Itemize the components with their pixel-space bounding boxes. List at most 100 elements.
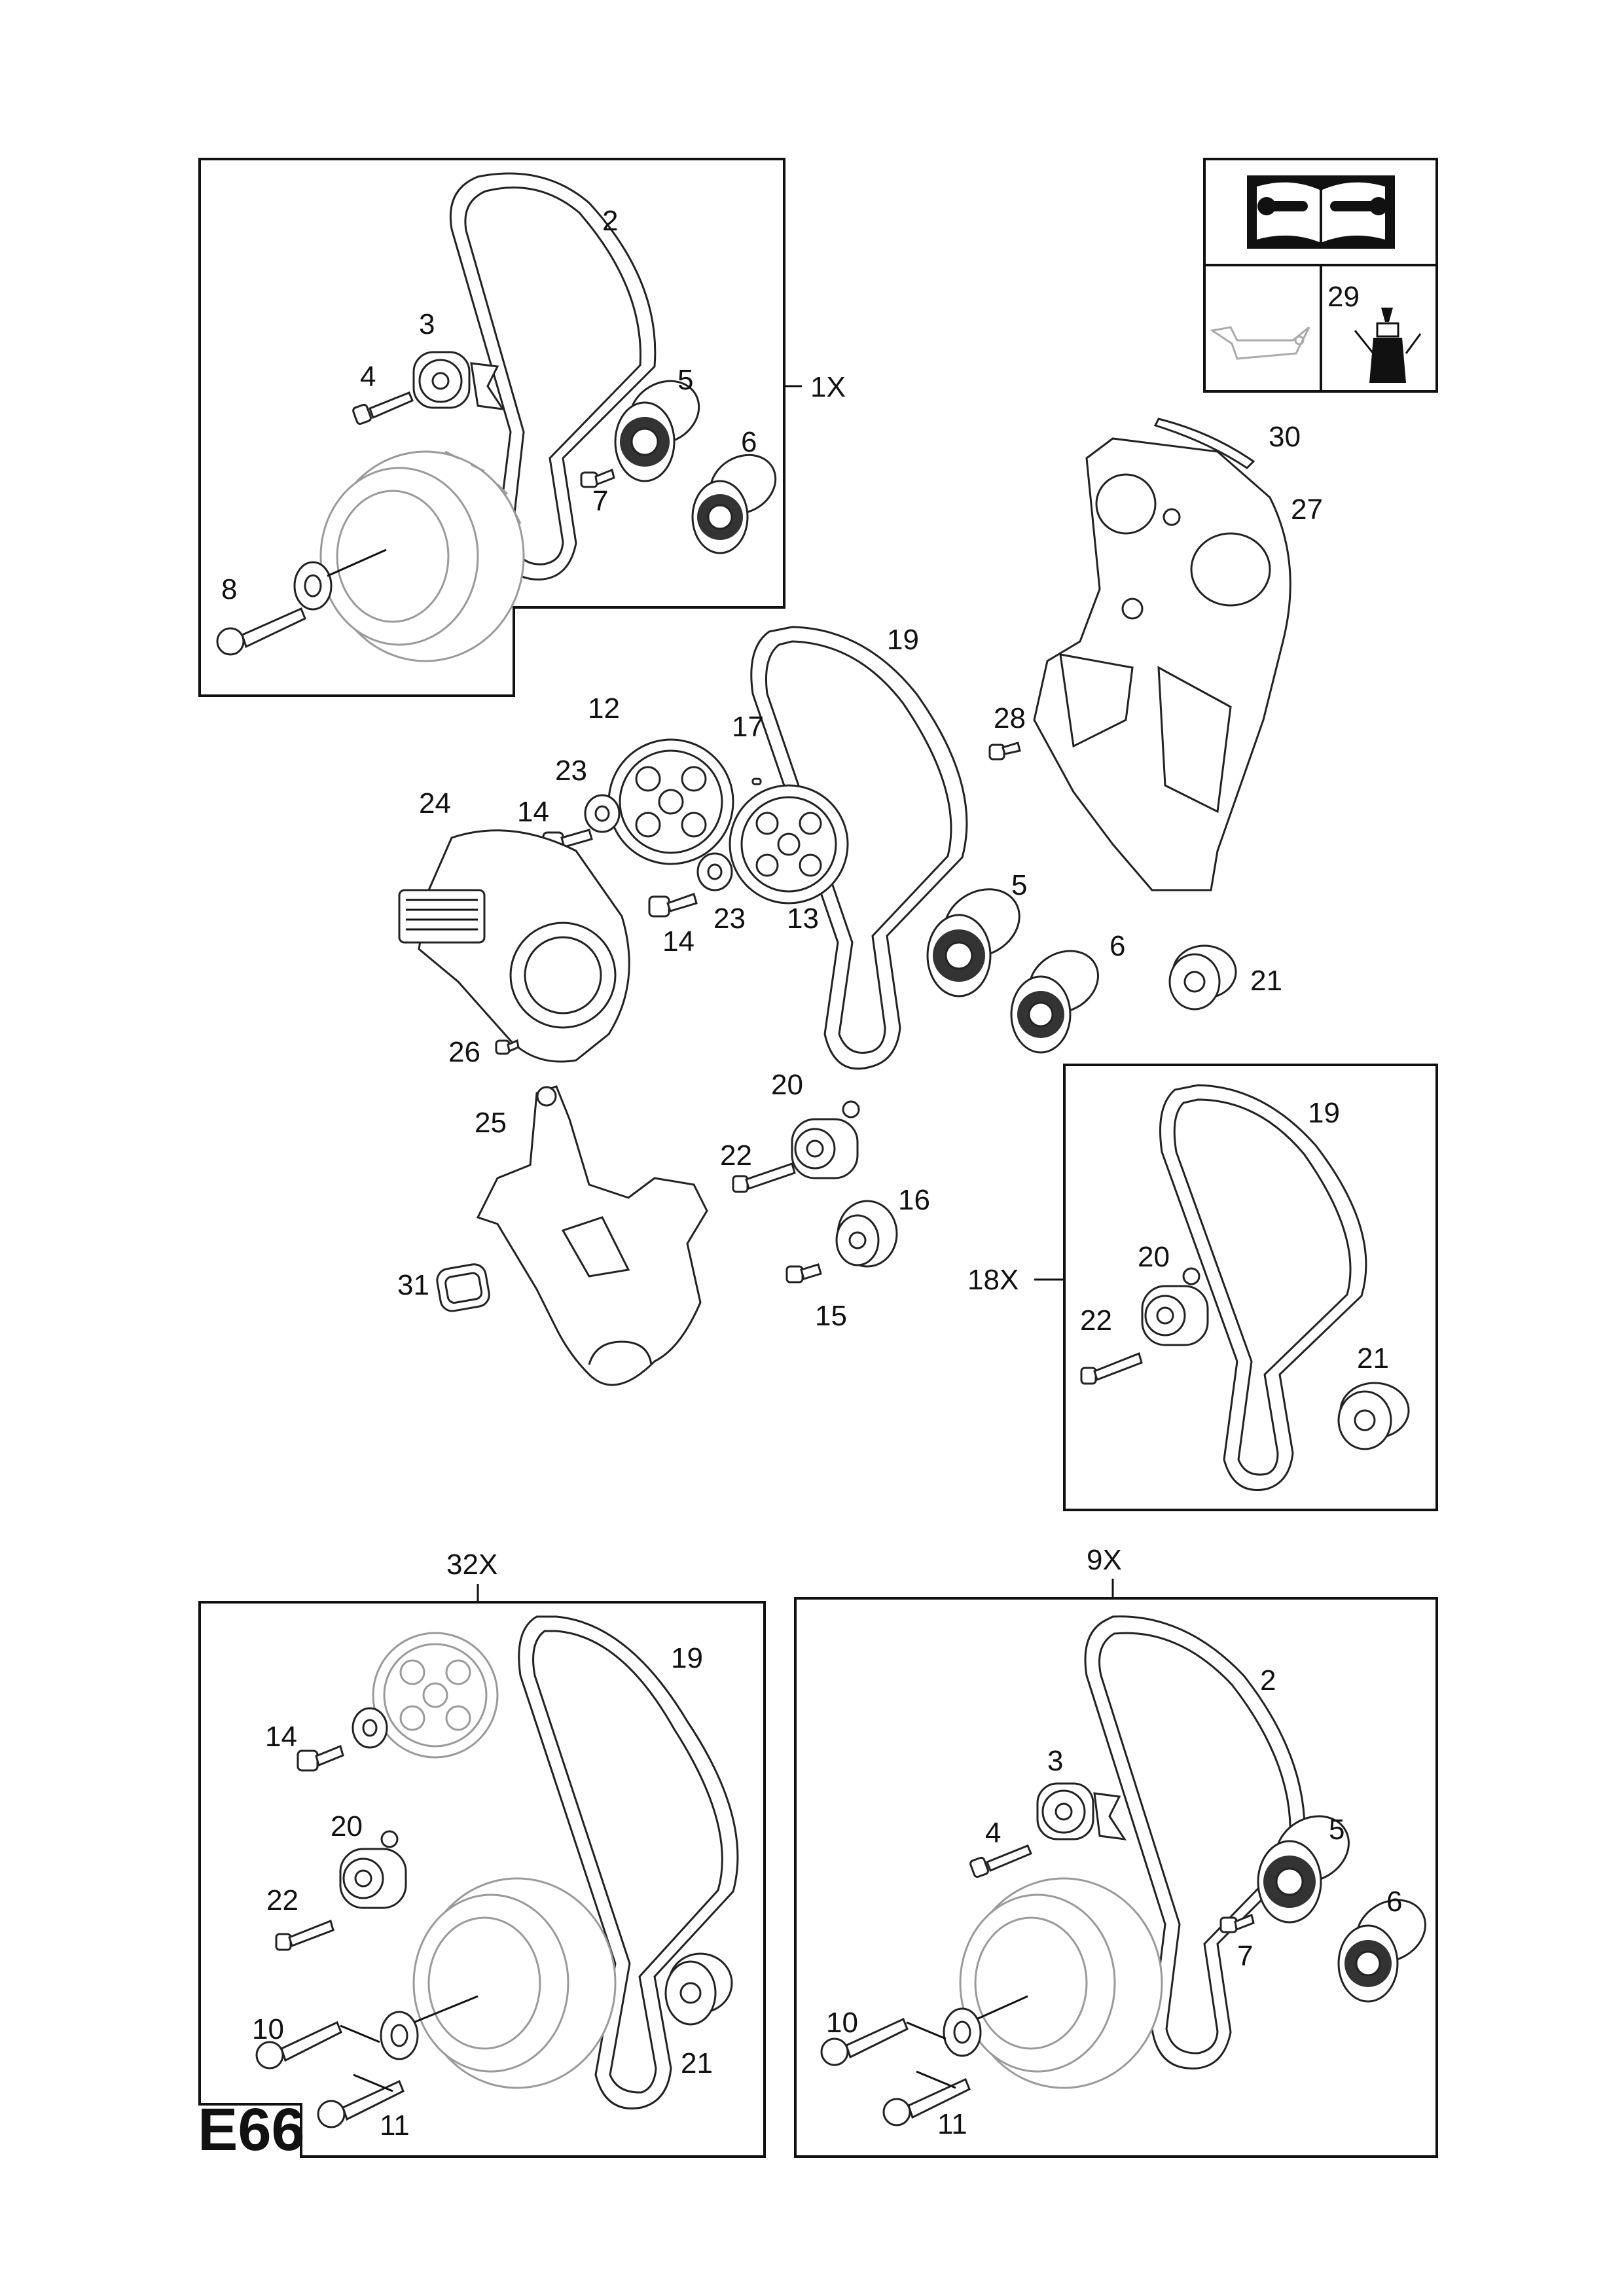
bolt bbox=[988, 742, 1021, 761]
callout-21: 21 bbox=[1357, 1342, 1389, 1374]
timing-belt bbox=[449, 172, 657, 581]
callout-8: 8 bbox=[221, 573, 237, 605]
callout-16: 16 bbox=[898, 1184, 930, 1216]
bolt bbox=[275, 1919, 334, 1951]
legend-box: 29 bbox=[1203, 158, 1438, 393]
bolt bbox=[648, 893, 698, 918]
callout-6: 6 bbox=[741, 426, 757, 458]
callout-20: 20 bbox=[1138, 1241, 1170, 1273]
page-code: E66 bbox=[198, 2096, 305, 2163]
callout-21: 21 bbox=[1250, 965, 1282, 997]
callout-2: 2 bbox=[1260, 1664, 1276, 1696]
washer bbox=[696, 852, 733, 891]
kit-32x-label: 32X bbox=[446, 1549, 497, 1581]
callout-19: 19 bbox=[671, 1642, 703, 1674]
crankshaft-bolt bbox=[317, 2079, 405, 2128]
kit-1x-label: 1X bbox=[810, 371, 846, 403]
timing-belt bbox=[1084, 1615, 1306, 2070]
callout-5-main: 5 bbox=[1011, 869, 1027, 901]
workshop-manual-icon bbox=[1247, 175, 1395, 249]
bolt bbox=[580, 468, 615, 488]
washer bbox=[380, 1995, 478, 2060]
idler-pulley bbox=[1168, 944, 1237, 1011]
callout-7: 7 bbox=[1237, 1940, 1253, 1972]
callout-10: 10 bbox=[252, 2013, 284, 2045]
callout-15: 17 bbox=[732, 711, 764, 743]
callout-19: 19 bbox=[887, 624, 919, 656]
timing-belt bbox=[1159, 1084, 1367, 1491]
woodruff-key bbox=[751, 778, 762, 785]
callout-4: 4 bbox=[360, 361, 376, 393]
callout-14: 14 bbox=[265, 1721, 297, 1753]
main-exploded-view: 30 27 19 12 17 28 23 24 14 23 13 14 5 6 … bbox=[397, 418, 1323, 1386]
callout-24: 24 bbox=[419, 787, 451, 819]
kit-1x-box: 1X bbox=[198, 158, 846, 697]
front-timing-cover bbox=[398, 829, 630, 1063]
callout-14: 14 bbox=[517, 796, 549, 828]
guide-pulley bbox=[1337, 1899, 1426, 2003]
callout-3: 3 bbox=[419, 308, 435, 340]
bolt bbox=[1080, 1352, 1143, 1385]
callout-17: 15 bbox=[815, 1300, 847, 1332]
callout-11: 11 bbox=[380, 2109, 410, 2142]
callout-23b: 23 bbox=[713, 903, 746, 935]
washer bbox=[943, 1995, 1028, 2057]
callout-12: 12 bbox=[588, 692, 620, 725]
camshaft-gear bbox=[607, 738, 734, 865]
rear-timing-cover bbox=[1033, 437, 1291, 891]
tensioner-pulley bbox=[1141, 1267, 1209, 1346]
bolt bbox=[969, 1844, 1032, 1878]
callout-5: 5 bbox=[677, 364, 693, 396]
oil-can-icon bbox=[1210, 326, 1310, 360]
camshaft-gear bbox=[372, 1632, 499, 1759]
crankshaft-bolt bbox=[882, 2077, 971, 2126]
callout-31: 31 bbox=[397, 1269, 429, 1301]
bolt bbox=[732, 1162, 796, 1193]
callout-2: 2 bbox=[602, 205, 618, 237]
guide-pulley bbox=[691, 454, 777, 554]
callout-4: 4 bbox=[985, 1817, 1001, 1849]
crankshaft-pulley bbox=[412, 1877, 617, 2089]
callout-13: 13 bbox=[787, 903, 819, 935]
crankshaft-pulley bbox=[319, 450, 525, 662]
camshaft-gear bbox=[729, 784, 849, 905]
callout-22: 22 bbox=[266, 1884, 298, 1916]
callout-27: 27 bbox=[1291, 493, 1323, 526]
callout-20: 20 bbox=[331, 1810, 363, 1842]
callout-28: 28 bbox=[994, 702, 1026, 734]
crankshaft-bolt bbox=[255, 2020, 342, 2070]
tensioner-pulley bbox=[1036, 1782, 1127, 1840]
washer bbox=[584, 794, 621, 833]
callout-26: 26 bbox=[448, 1036, 480, 1068]
idler-pulley bbox=[1337, 1382, 1410, 1450]
callout-30: 30 bbox=[1269, 421, 1301, 453]
timing-belt bbox=[518, 1615, 739, 2109]
callout-7: 7 bbox=[592, 485, 608, 517]
bolt bbox=[1219, 1913, 1255, 1933]
kit-32x-box: 32X bbox=[198, 1549, 766, 2158]
kit-18x-label: 18X bbox=[967, 1264, 1019, 1296]
crankshaft-bolt bbox=[216, 607, 306, 656]
idler-pulley bbox=[926, 888, 1020, 997]
kit-18x-box: 18X 19 20 21 22 bbox=[967, 1064, 1438, 1511]
callout-5: 5 bbox=[1329, 1814, 1344, 1846]
callout-23: 23 bbox=[555, 755, 587, 787]
crankshaft-bolt bbox=[820, 2017, 909, 2066]
lower-timing-cover bbox=[476, 1085, 708, 1386]
timing-belt bbox=[750, 626, 968, 1070]
callout-6: 6 bbox=[1386, 1886, 1402, 1918]
crankshaft-sprocket bbox=[835, 1200, 898, 1268]
callout-14b: 14 bbox=[662, 925, 695, 958]
threadlock-bottle-icon bbox=[1354, 308, 1422, 383]
idler-pulley bbox=[664, 1952, 733, 2026]
bolt bbox=[297, 1744, 344, 1772]
callout-6-main: 6 bbox=[1110, 930, 1125, 962]
callout-3: 3 bbox=[1047, 1745, 1063, 1777]
bolt bbox=[495, 1039, 520, 1055]
cover-seal-strip bbox=[1153, 418, 1255, 469]
callout-25: 25 bbox=[475, 1107, 507, 1139]
callout-11: 11 bbox=[937, 2108, 967, 2140]
gasket bbox=[436, 1263, 490, 1312]
callout-22: 22 bbox=[1080, 1304, 1112, 1336]
callout-19: 19 bbox=[1308, 1097, 1340, 1129]
